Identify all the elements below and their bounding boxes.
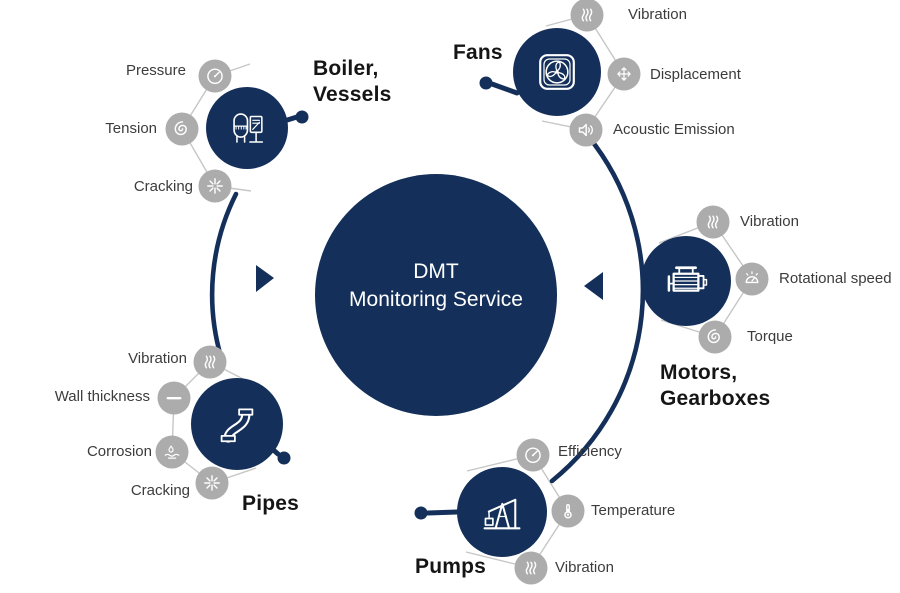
center-title: DMT Monitoring Service <box>286 258 586 314</box>
pumps-node-circle <box>457 467 547 557</box>
motors-title: Motors, Gearboxes <box>660 361 771 410</box>
metric-label: Vibration <box>628 6 687 23</box>
acoustic-speaker-icon <box>578 123 593 137</box>
center-title-line2: Monitoring Service <box>349 288 523 311</box>
metric-label: Wall thickness <box>54 388 150 405</box>
thermometer-icon <box>564 504 572 519</box>
metric-bubble <box>198 169 232 203</box>
pumps-title: Pumps <box>415 555 487 578</box>
metric-label: Corrosion <box>86 443 152 460</box>
fans-pointer-dot <box>479 76 493 90</box>
metric-label: Displacement <box>650 66 741 83</box>
vibration-waves-icon <box>707 215 719 229</box>
corrosion-icon <box>164 445 180 459</box>
metric-label: Vibration <box>128 350 187 367</box>
vibration-waves-icon <box>204 355 216 369</box>
vibration-waves-icon <box>525 561 537 575</box>
fans-pointer-line <box>489 81 520 96</box>
pipes-pointer-dot <box>277 451 291 465</box>
tension-spiral-icon <box>174 121 187 136</box>
pressure-gauge-icon <box>525 447 541 464</box>
metric-label: Acoustic Emission <box>613 121 735 138</box>
metric-label: Pressure <box>125 62 186 79</box>
metric-bubble <box>735 262 769 296</box>
pipes-title: Pipes <box>242 492 300 515</box>
center-circle <box>315 174 557 416</box>
rotational-speed-icon <box>745 271 759 284</box>
displacement-arrows-icon <box>617 67 631 81</box>
metric-label: Vibration <box>555 559 614 576</box>
boiler-title: Boiler, Vessels <box>313 57 392 106</box>
right-pointing-arrow <box>256 265 274 292</box>
motor-icon <box>667 266 708 292</box>
metric-label: Cracking <box>130 482 190 499</box>
pumps-pointer-line <box>425 509 460 516</box>
left-pointing-arrow <box>584 272 603 300</box>
fan-icon <box>539 54 575 90</box>
metric-label: Vibration <box>740 213 799 230</box>
pressure-gauge-icon <box>207 68 223 85</box>
pumps-pointer-dot <box>414 506 428 520</box>
fans-title: Fans <box>453 41 503 64</box>
pump-jack-icon <box>483 498 521 530</box>
right-arc <box>549 133 646 484</box>
boiler-vessel-icon <box>233 113 264 143</box>
vibration-waves-icon <box>581 8 593 22</box>
metric-label: Torque <box>747 328 793 345</box>
pipe-icon <box>220 408 254 443</box>
tension-spiral-icon <box>707 329 720 344</box>
boiler-pointer-dot <box>295 110 309 124</box>
metric-label: Temperature <box>591 502 676 519</box>
center-title-line1: DMT <box>413 260 459 283</box>
metric-label: Efficiency <box>558 443 622 460</box>
cracking-star-icon <box>204 475 220 491</box>
metric-label: Cracking <box>133 178 193 195</box>
metric-label: Tension <box>105 120 157 137</box>
cracking-star-icon <box>207 178 223 194</box>
left-arc <box>209 191 239 360</box>
metric-bubble <box>195 466 229 500</box>
metric-label: Rotational speed <box>779 270 892 287</box>
